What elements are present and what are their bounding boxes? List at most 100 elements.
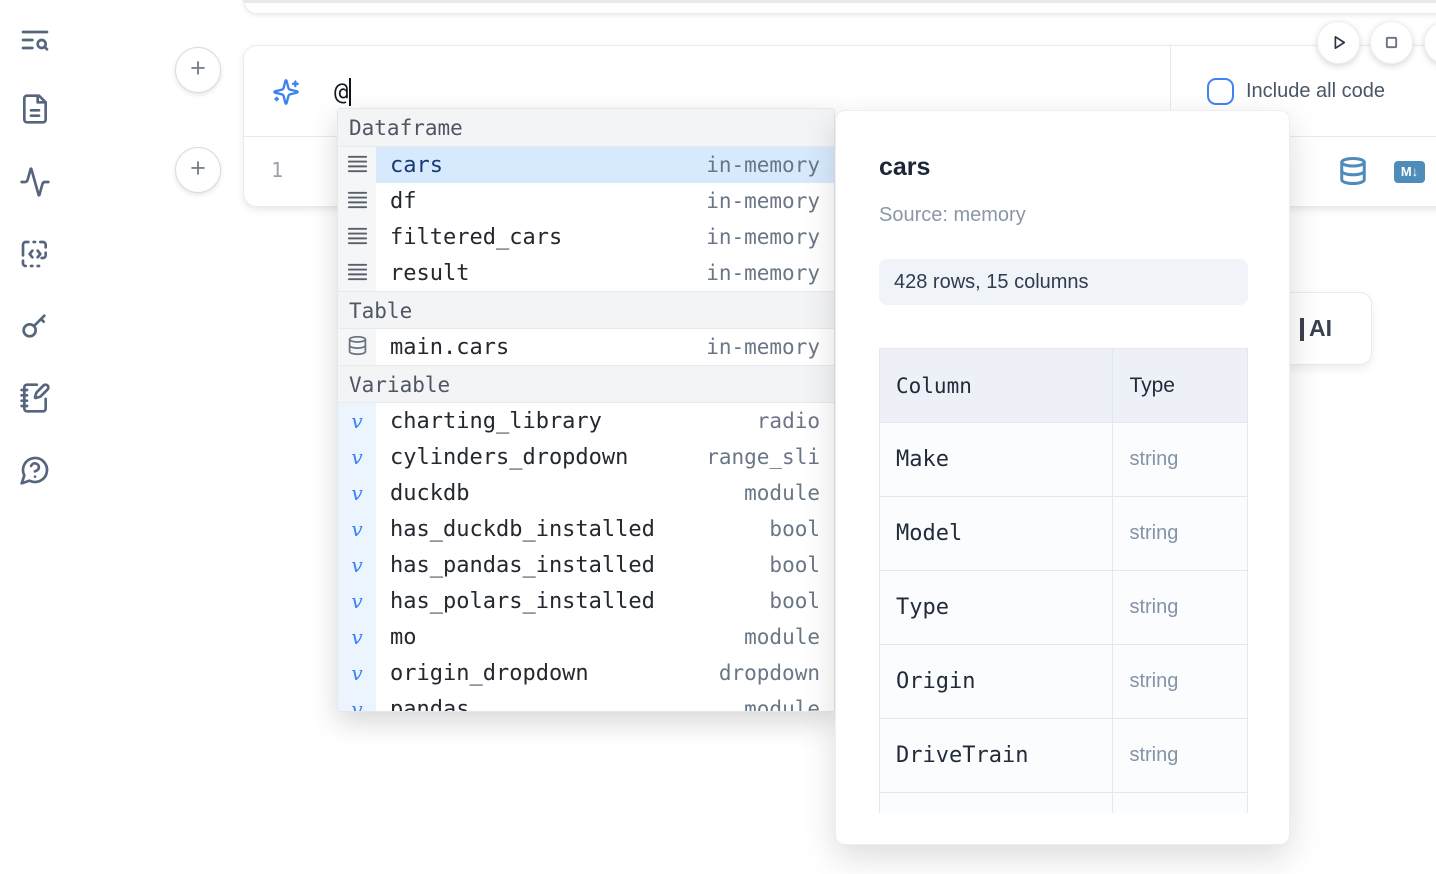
activity-icon[interactable]: [19, 166, 51, 198]
autocomplete-item[interactable]: df in-memory: [338, 183, 834, 219]
item-kind-icon: v: [338, 583, 376, 619]
item-meta: bool: [769, 589, 820, 613]
autocomplete-item[interactable]: v pandas module: [338, 691, 834, 712]
add-cell-button-bottom[interactable]: +: [175, 147, 221, 193]
variable-icon: v: [351, 445, 363, 469]
item-kind-icon: v: [338, 403, 376, 439]
item-name: pandas: [390, 696, 470, 712]
item-meta: bool: [769, 553, 820, 577]
markdown-cell-icon[interactable]: M↓: [1394, 161, 1425, 183]
autocomplete-item[interactable]: v cylinders_dropdown range_sli: [338, 439, 834, 475]
item-name: main.cars: [390, 334, 510, 360]
toc-search-icon[interactable]: [19, 24, 51, 56]
clipped-letter: [1300, 318, 1304, 341]
column-type: string: [1112, 496, 1248, 571]
item-meta: in-memory: [706, 335, 820, 359]
autocomplete-list: Dataframe cars in-memory df in-memory fi…: [338, 109, 834, 712]
autocomplete-item[interactable]: v has_duckdb_installed bool: [338, 511, 834, 547]
variable-icon: v: [351, 553, 363, 577]
item-name: origin_dropdown: [390, 660, 589, 686]
dataframe-rows-icon: [346, 152, 369, 179]
item-meta: range_sli: [706, 445, 820, 469]
text-cursor: [349, 78, 352, 106]
autocomplete-section-header: Dataframe: [338, 109, 834, 147]
item-meta: in-memory: [706, 189, 820, 213]
column-type: string: [1112, 718, 1248, 793]
variable-icon: v: [351, 661, 363, 685]
item-meta: in-memory: [706, 153, 820, 177]
autocomplete-item[interactable]: result in-memory: [338, 255, 834, 291]
item-name: has_duckdb_installed: [390, 516, 655, 542]
item-kind-icon: [338, 147, 376, 183]
autocomplete-item[interactable]: v charting_library radio: [338, 403, 834, 439]
column-type: string: [1112, 644, 1248, 719]
item-kind-icon: [338, 255, 376, 291]
autocomplete-item[interactable]: v has_pandas_installed bool: [338, 547, 834, 583]
column-name: Origin: [879, 644, 1114, 719]
code-editor[interactable]: 1 M↓: [244, 137, 1436, 206]
variable-icon: v: [351, 697, 363, 712]
code-square-icon[interactable]: [19, 238, 51, 270]
item-kind-icon: v: [338, 655, 376, 691]
autocomplete-item[interactable]: v duckdb module: [338, 475, 834, 511]
item-kind-icon: [338, 219, 376, 255]
column-name: [879, 792, 1114, 813]
preview-table: Column Type Make string Model string Typ…: [879, 348, 1248, 813]
sparkles-icon: [272, 78, 300, 106]
preview-table-row: Model string: [879, 496, 1248, 571]
autocomplete-item[interactable]: v has_polars_installed bool: [338, 583, 834, 619]
item-kind-icon: [338, 329, 376, 365]
preview-table-row: DriveTrain string: [879, 718, 1248, 793]
add-cell-button-top[interactable]: +: [175, 47, 221, 93]
item-meta: module: [744, 697, 820, 712]
preview-title: cars: [879, 153, 931, 181]
preview-table-row: Origin string: [879, 644, 1248, 719]
item-meta: module: [744, 481, 820, 505]
item-kind-icon: v: [338, 511, 376, 547]
preview-shape-badge: 428 rows, 15 columns: [879, 259, 1248, 305]
item-kind-icon: v: [338, 439, 376, 475]
item-name: charting_library: [390, 408, 602, 434]
column-name: Model: [879, 496, 1114, 571]
help-chat-icon[interactable]: [19, 454, 51, 486]
variable-icon: v: [351, 481, 363, 505]
ai-prompt-value: @: [334, 78, 349, 106]
item-kind-icon: v: [338, 547, 376, 583]
autocomplete-item[interactable]: v mo module: [338, 619, 834, 655]
autocomplete-item[interactable]: main.cars in-memory: [338, 329, 834, 365]
notebook-pen-icon[interactable]: [19, 382, 51, 414]
autocomplete-popup: Dataframe cars in-memory df in-memory fi…: [337, 108, 835, 712]
autocomplete-item[interactable]: cars in-memory: [338, 147, 834, 183]
variable-icon: v: [351, 409, 363, 433]
document-icon[interactable]: [19, 93, 51, 125]
stop-button[interactable]: [1370, 21, 1413, 64]
line-number: 1: [271, 158, 284, 182]
item-name: filtered_cars: [390, 224, 563, 250]
item-name: mo: [390, 624, 417, 650]
preview-table-wrapper: Column Type Make string Model string Typ…: [879, 348, 1248, 813]
column-type: [1112, 792, 1248, 813]
database-cell-icon[interactable]: [1338, 155, 1368, 187]
autocomplete-section-header: Table: [338, 291, 834, 329]
column-type: string: [1112, 570, 1248, 645]
preview-table-row: Make string: [879, 422, 1248, 497]
key-icon[interactable]: [19, 309, 51, 341]
ai-prompt-input[interactable]: @: [334, 74, 352, 110]
autocomplete-item[interactable]: v origin_dropdown dropdown: [338, 655, 834, 691]
type-header: Type: [1112, 348, 1248, 423]
item-kind-icon: v: [338, 475, 376, 511]
include-all-code-checkbox[interactable]: [1207, 77, 1234, 105]
item-name: cylinders_dropdown: [390, 444, 629, 470]
autocomplete-item[interactable]: filtered_cars in-memory: [338, 219, 834, 255]
item-name: result: [390, 260, 470, 286]
variable-icon: v: [351, 517, 363, 541]
include-all-code-label[interactable]: Include all code: [1246, 79, 1385, 102]
previous-cell: [243, 0, 1436, 14]
column-type: string: [1112, 422, 1248, 497]
item-name: duckdb: [390, 480, 470, 506]
item-kind-icon: v: [338, 691, 376, 712]
dataframe-rows-icon: [346, 260, 369, 287]
column-name: Type: [879, 570, 1114, 645]
run-button[interactable]: [1317, 21, 1360, 64]
item-meta: in-memory: [706, 261, 820, 285]
